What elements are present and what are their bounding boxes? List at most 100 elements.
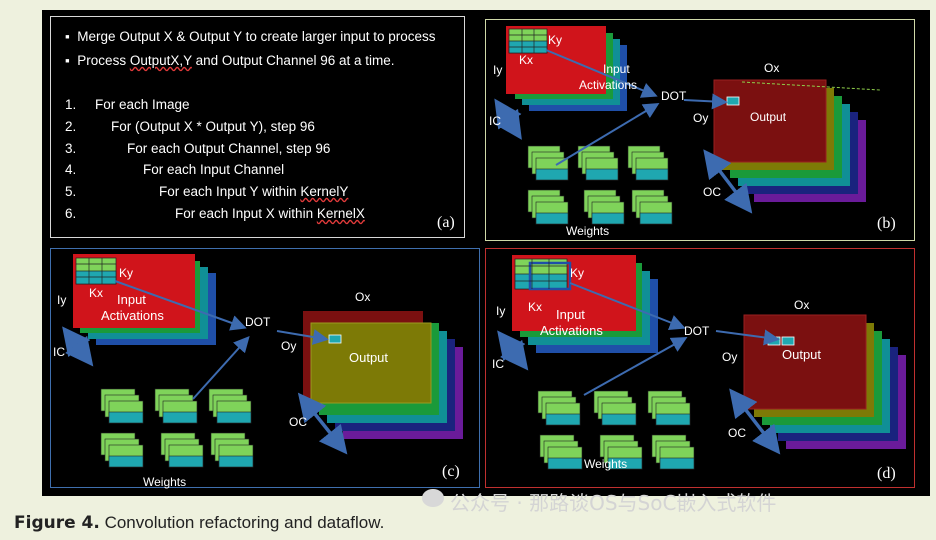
activations-label: Activations — [579, 78, 638, 92]
output-tile-2 — [781, 336, 795, 346]
output-label: Output — [782, 347, 822, 362]
ky-label: Ky — [570, 266, 585, 280]
ic-arrow — [62, 326, 94, 367]
oy-label: Oy — [281, 339, 297, 353]
caption-text: Convolution refactoring and dataflow. — [99, 513, 385, 532]
watermark-text: 公众号 · 那路谈OS与SoC嵌入式软件 — [450, 491, 777, 515]
arrow-dot-to-output — [683, 93, 728, 110]
step-2: 2. For (Output X * Output Y), step 96 — [65, 119, 315, 134]
arrow-dot-to-output — [715, 329, 780, 346]
ic-label: IC — [53, 345, 65, 359]
panel-d-svg — [497, 255, 906, 470]
kernel-grid — [514, 258, 572, 291]
iy-label: Iy — [493, 63, 503, 77]
oy-label: Oy — [693, 111, 709, 125]
ky-label: Ky — [548, 33, 563, 47]
panel-a-loop-nest: ▪ Merge Output X & Output Y to create la… — [50, 16, 465, 238]
step-4-num: 4. — [65, 162, 77, 177]
step-5-text-a: For each Input Y within — [159, 184, 301, 199]
arrow-input-to-dot — [545, 49, 658, 98]
figure-4: ▪ Merge Output X & Output Y to create la… — [42, 10, 930, 496]
bullet-2-text-c: and Output Channel 96 at a time. — [191, 53, 395, 68]
output-tile — [328, 334, 342, 344]
panel-b-label: (b) — [877, 215, 896, 232]
ox-label: Ox — [764, 61, 780, 75]
step-3-text: For each Output Channel, step 96 — [127, 141, 331, 156]
output-tile — [726, 96, 740, 106]
weights-grids — [527, 145, 673, 225]
wechat-icon — [422, 489, 444, 507]
dot-label: DOT — [661, 89, 687, 103]
activations-label: Activations — [101, 308, 164, 323]
step-2-num: 2. — [65, 119, 77, 134]
input-label: Input — [556, 307, 585, 322]
dashed-guide — [741, 81, 881, 91]
output-box — [743, 314, 867, 410]
arrow-weights-to-dot — [583, 337, 688, 396]
ic-arrow — [494, 98, 522, 140]
bullet-1-text: Merge Output X & Output Y to create larg… — [77, 29, 436, 44]
kx-label: Kx — [528, 300, 543, 314]
step-2-text: For (Output X * Output Y), step 96 — [111, 119, 315, 134]
dot-label: DOT — [684, 324, 710, 338]
weights-label: Weights — [566, 224, 610, 238]
weights-grids — [100, 388, 254, 468]
oc-label: OC — [703, 185, 721, 199]
kx-label: Kx — [89, 286, 104, 300]
step-5: 5. For each Input Y within KernelY — [65, 184, 348, 199]
step-6-text-b: KernelX — [316, 206, 365, 221]
step-4: 4. For each Input Channel — [65, 162, 284, 177]
output-stack — [743, 314, 906, 449]
iy-label: Iy — [57, 293, 67, 307]
panel-c-diagram: Ky Kx Input Activations Iy IC DOT Ox Oy … — [50, 248, 480, 489]
ky-label: Ky — [119, 266, 134, 280]
bullet-2-text-a: Process — [77, 53, 130, 68]
step-1-text: For each Image — [95, 97, 190, 112]
oc-label: OC — [289, 415, 307, 429]
input-label: Input — [117, 292, 146, 307]
step-4-text: For each Input Channel — [143, 162, 285, 177]
bullet-2-text-b: OutputX,Y — [129, 53, 192, 68]
caption-figure-number: Figure 4. — [14, 513, 100, 533]
step-5-num: 5. — [65, 184, 77, 199]
panel-c-label: (c) — [442, 463, 460, 480]
weights-label: Weights — [584, 457, 628, 471]
input-label: Input — [603, 62, 630, 76]
kx-label: Kx — [519, 53, 534, 67]
oc-label: OC — [728, 426, 746, 440]
figure-caption: Figure 4. Convolution refactoring and da… — [14, 513, 384, 533]
bullet-1: ▪ Merge Output X & Output Y to create la… — [65, 29, 436, 44]
dot-label: DOT — [245, 315, 271, 329]
step-6-num: 6. — [65, 206, 77, 221]
panel-c-svg — [62, 254, 463, 468]
weights-grids — [537, 390, 695, 470]
panel-b-svg — [494, 26, 881, 225]
step-1: 1. For each Image — [65, 97, 190, 112]
output-stack — [713, 79, 866, 202]
arrow-weights-to-dot — [555, 102, 660, 166]
output-box — [713, 79, 827, 163]
oc-arrow — [729, 388, 781, 455]
step-5-text-b: KernelY — [300, 184, 349, 199]
kernel-grid — [508, 28, 548, 54]
arrow-input-to-dot — [114, 280, 247, 331]
input-stack — [512, 255, 658, 353]
panel-a-label: (a) — [437, 214, 455, 231]
output-label: Output — [750, 110, 787, 124]
step-1-num: 1. — [65, 97, 77, 112]
arrow-input-to-dot — [569, 282, 686, 331]
input-stack — [506, 26, 627, 111]
watermark: 公众号 · 那路谈OS与SoC嵌入式软件 — [422, 487, 777, 516]
oc-arrow — [703, 149, 753, 214]
output-label: Output — [349, 350, 389, 365]
ox-label: Ox — [794, 298, 810, 312]
kernel-grid — [75, 257, 117, 285]
panel-d-label: (d) — [877, 465, 896, 482]
oy-label: Oy — [722, 350, 738, 364]
ox-label: Ox — [355, 290, 371, 304]
panel-b-diagram: Ky Kx Input Activations Iy IC DOT Ox Oy … — [485, 19, 915, 241]
oc-arrow — [297, 392, 348, 455]
ic-arrow — [497, 330, 529, 371]
activations-label: Activations — [540, 323, 603, 338]
step-6: 6.For each Input X within KernelX — [65, 206, 365, 221]
